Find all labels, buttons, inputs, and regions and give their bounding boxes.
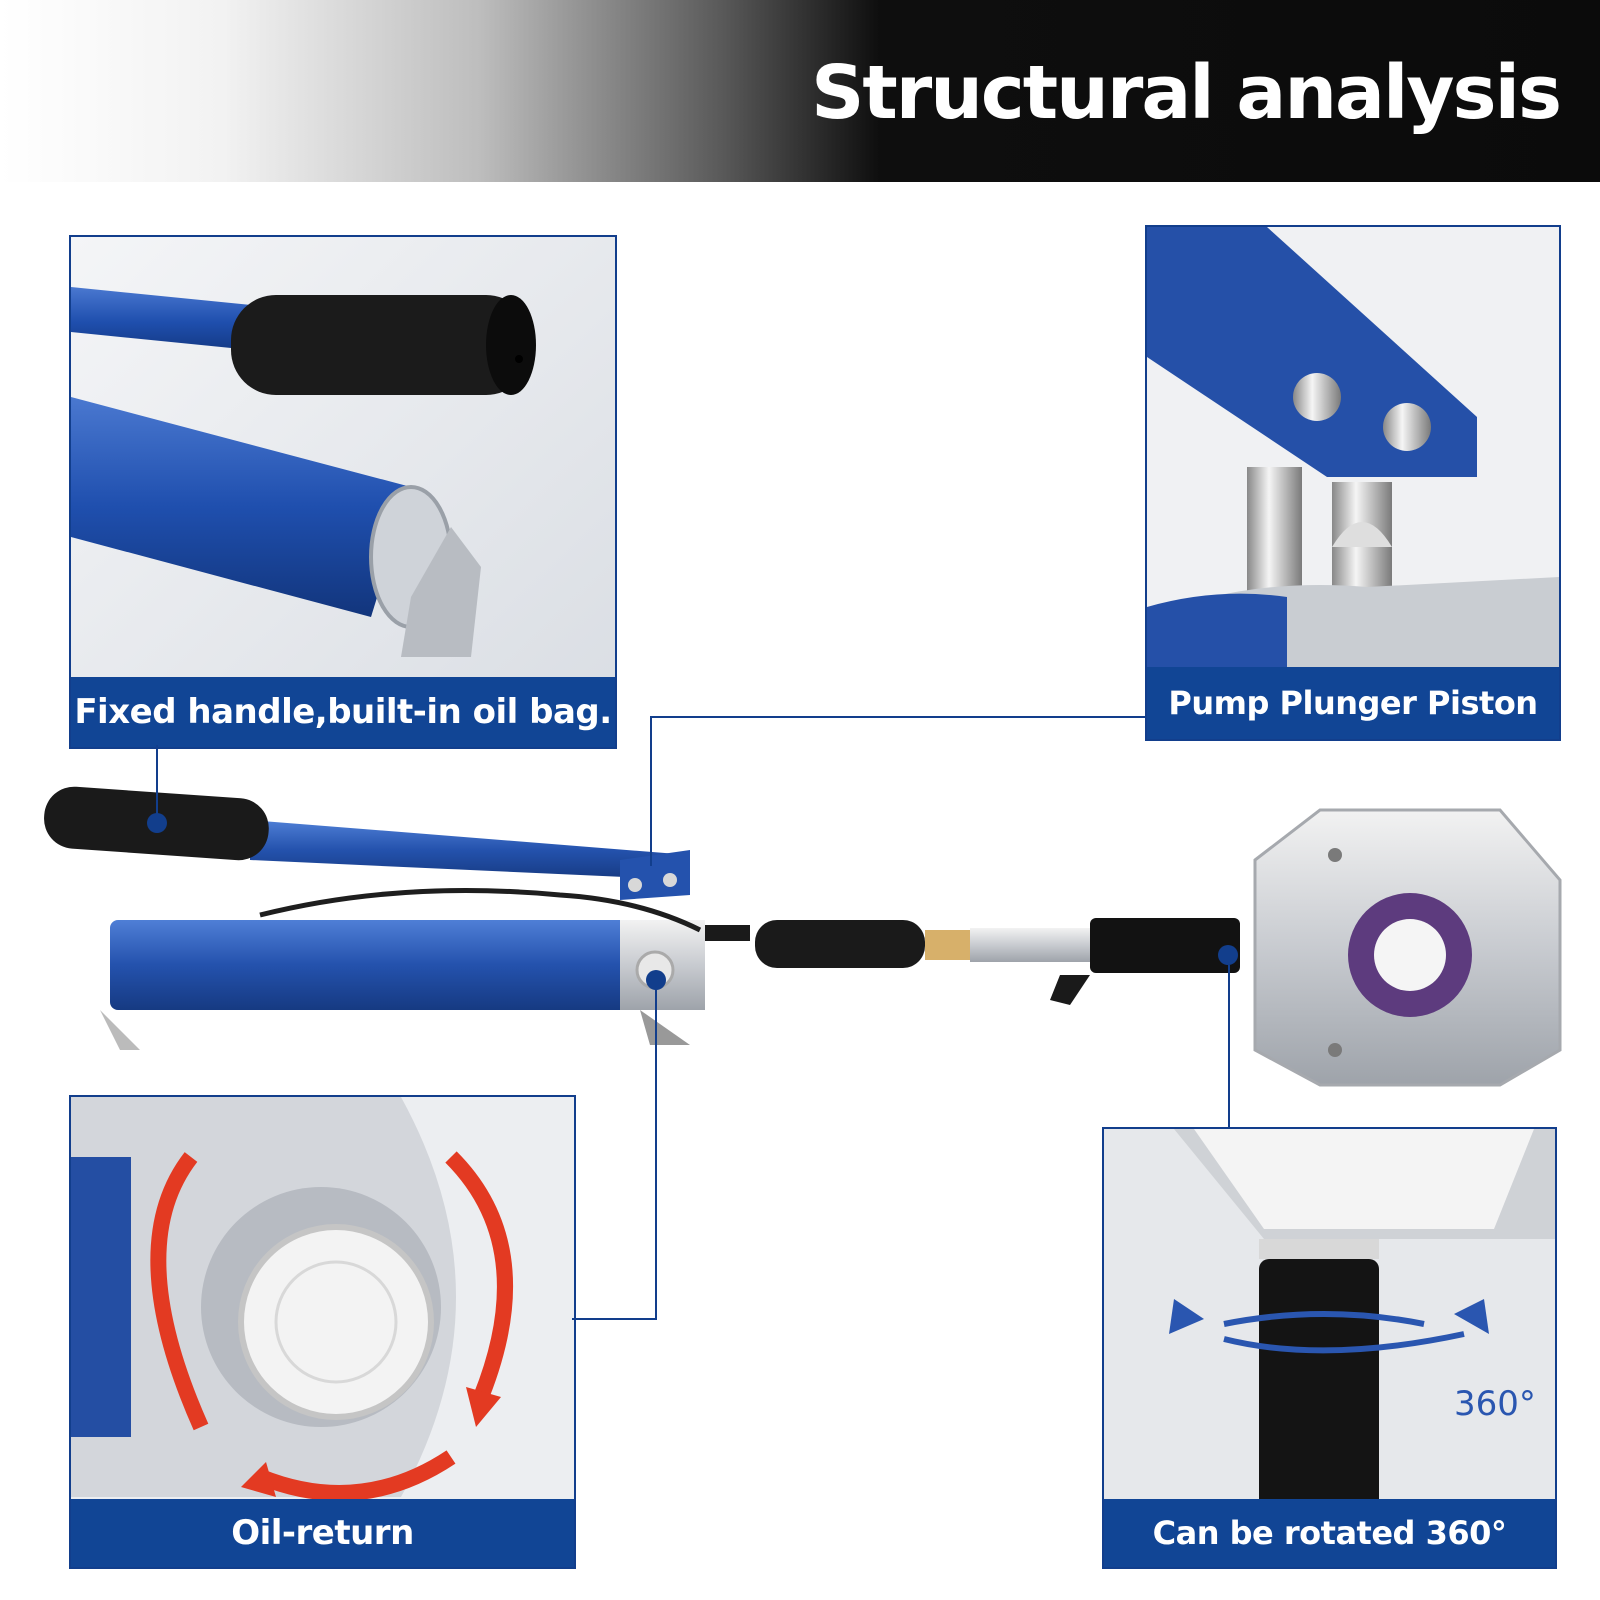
leader-plunger-horizontal (651, 716, 1145, 718)
callout-rotation: 360° Can be rotated 360° (1102, 1127, 1557, 1569)
caption-plunger: Pump Plunger Piston (1147, 667, 1559, 739)
leader-handle-dot (147, 813, 167, 833)
oil-return-knob-image (71, 1097, 574, 1567)
rotation-closeup-image (1104, 1129, 1555, 1567)
caption-handle: Fixed handle,built-in oil bag. (71, 677, 615, 747)
leader-rotation-dot (1218, 945, 1238, 965)
handle-closeup-image (71, 237, 615, 747)
plunger-closeup-image (1147, 227, 1559, 739)
caption-oil-return: Oil-return (71, 1499, 574, 1567)
leader-plunger-vertical (650, 716, 652, 866)
callout-plunger: Pump Plunger Piston (1145, 225, 1561, 741)
leader-handle-vertical (156, 745, 158, 820)
leader-oil-horizontal (572, 1318, 657, 1320)
page-title: Structural analysis (811, 50, 1562, 136)
leader-oil-dot (646, 970, 666, 990)
leader-oil-vertical (655, 980, 657, 1320)
callout-oil-return: Oil-return (69, 1095, 576, 1569)
rotation-angle-label: 360° (1454, 1384, 1536, 1424)
callout-handle: Fixed handle,built-in oil bag. (69, 235, 617, 749)
header-banner: Structural analysis (0, 0, 1600, 182)
caption-rotation: Can be rotated 360° (1104, 1499, 1555, 1567)
leader-rotation-vertical (1228, 965, 1230, 1127)
